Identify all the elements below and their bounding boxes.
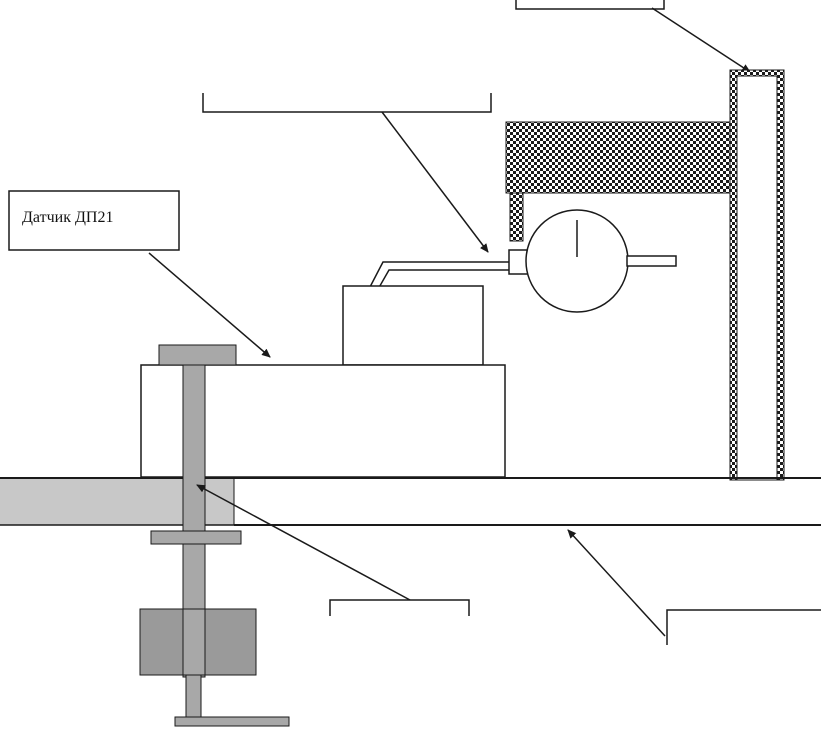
label-box-sensor: Датчик ДП21	[8, 190, 180, 251]
horizontal-arm	[505, 121, 731, 242]
vertical-column	[729, 69, 785, 481]
sensor-body	[342, 285, 484, 366]
label-box-bolt	[329, 599, 470, 616]
leader-line-to-indicator	[381, 111, 489, 253]
bolt-washer	[150, 530, 242, 545]
leader-line-to-bolt	[196, 484, 411, 601]
foundation-plate	[0, 478, 235, 525]
leader-line-top-to-column	[651, 7, 751, 73]
dial-indicator	[369, 209, 677, 313]
leader-line-to-base-block	[148, 252, 271, 358]
sensor-label: Датчик ДП21	[22, 209, 113, 226]
label-box-indicator	[202, 93, 492, 113]
label-box-beam	[666, 609, 821, 645]
label-box-top	[515, 0, 665, 10]
leader-line-to-beam	[567, 529, 666, 637]
bolt-assembly	[139, 344, 290, 727]
bolt-lower-shaft	[185, 674, 202, 718]
bolt-foot	[174, 716, 290, 727]
bolt-head-top	[158, 344, 237, 366]
